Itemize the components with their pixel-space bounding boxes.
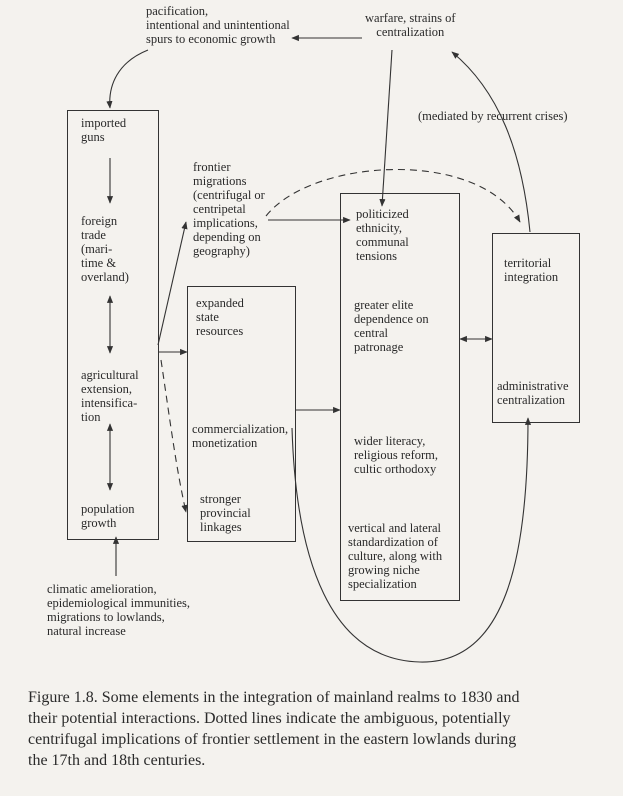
box-territorial [492,233,580,423]
dashed-box1-to-linkages [160,359,188,513]
label-mediated: (mediated by recurrent crises) [418,109,568,123]
label-commercialization: commercialization,monetization [192,422,289,450]
box-cultural-integration [340,193,460,601]
box-state-resources [187,286,296,542]
diagram-connectors [106,34,532,663]
box-economic-drivers [67,110,159,540]
arrow-pacification-to-guns [106,49,149,109]
label-pacification: pacification,intentional and unintention… [146,4,290,46]
figure-caption: Figure 1.8. Some elements in the integra… [28,689,520,769]
arrow-box1-to-frontier [157,221,188,346]
label-climatic-amelioration: climatic amelioration,epidemiological im… [47,582,191,638]
arrow-commercialization-to-administrative [291,417,532,663]
arrow-territorial-to-warfare [451,51,531,233]
label-wider-literacy: wider literacy,religious reform,cultic o… [354,434,439,476]
arrow-warfare-to-ethnicity [379,49,393,207]
